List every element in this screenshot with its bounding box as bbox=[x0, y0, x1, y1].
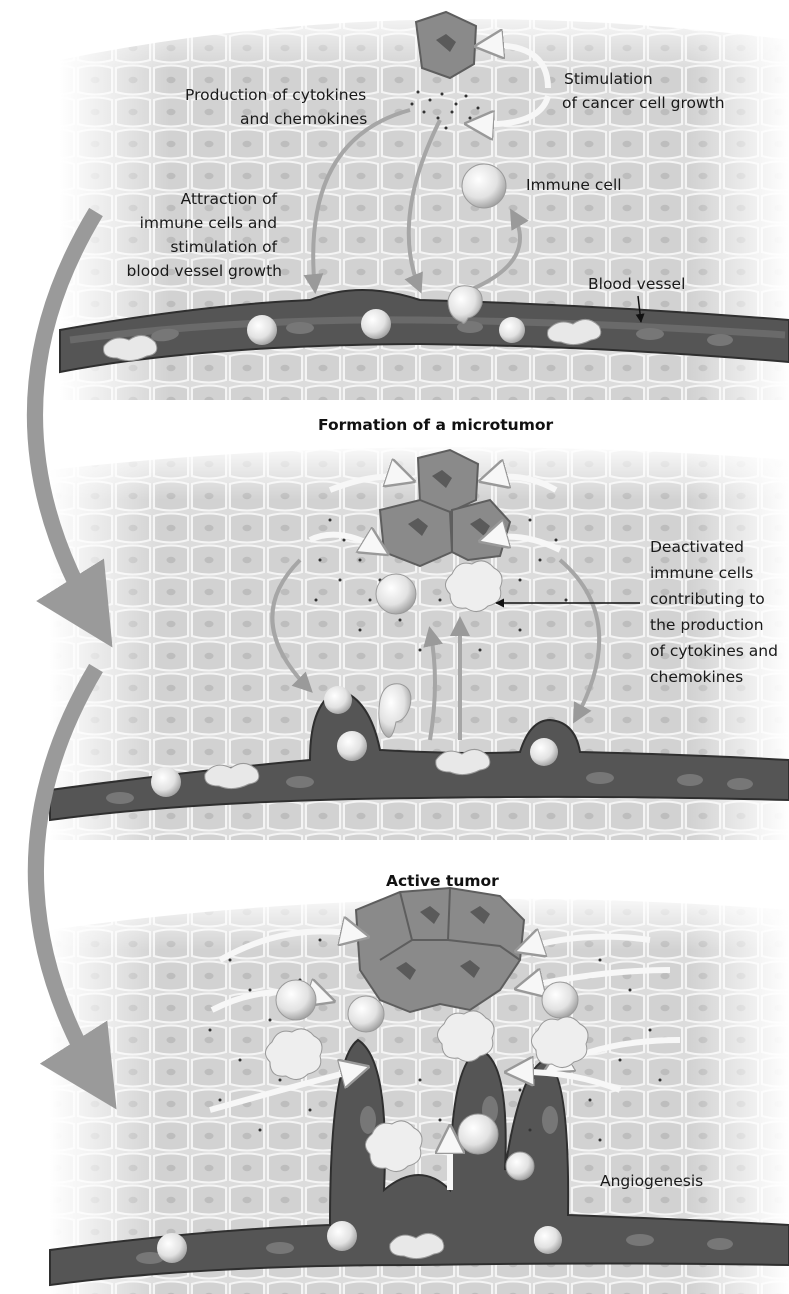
panel-2-title: Formation of a microtumor bbox=[318, 416, 553, 434]
immune-cell bbox=[348, 996, 384, 1032]
immune-cell bbox=[276, 980, 316, 1020]
immune-cell-in-vessel bbox=[247, 315, 277, 345]
immune-cell bbox=[506, 1152, 534, 1180]
panel-1-normal-tissue: Production of cytokines and chemokines S… bbox=[60, 0, 789, 400]
immune-cell-in-vessel bbox=[361, 309, 391, 339]
immune-cell bbox=[542, 982, 578, 1018]
immune-cell bbox=[462, 164, 506, 208]
immune-cell bbox=[376, 574, 416, 614]
panel-2-microtumor: Deactivated immune cells contributing to… bbox=[50, 440, 789, 840]
panel-3-title: Active tumor bbox=[386, 872, 499, 890]
immune-cell bbox=[458, 1114, 498, 1154]
immune-cell-in-vessel bbox=[499, 317, 525, 343]
label-angiogenesis: Angiogenesis bbox=[600, 1172, 703, 1190]
label-immune-cell: Immune cell bbox=[526, 176, 622, 194]
label-blood-vessel: Blood vessel bbox=[588, 275, 685, 293]
panel-3-active-tumor: Angiogenesis bbox=[50, 888, 789, 1294]
